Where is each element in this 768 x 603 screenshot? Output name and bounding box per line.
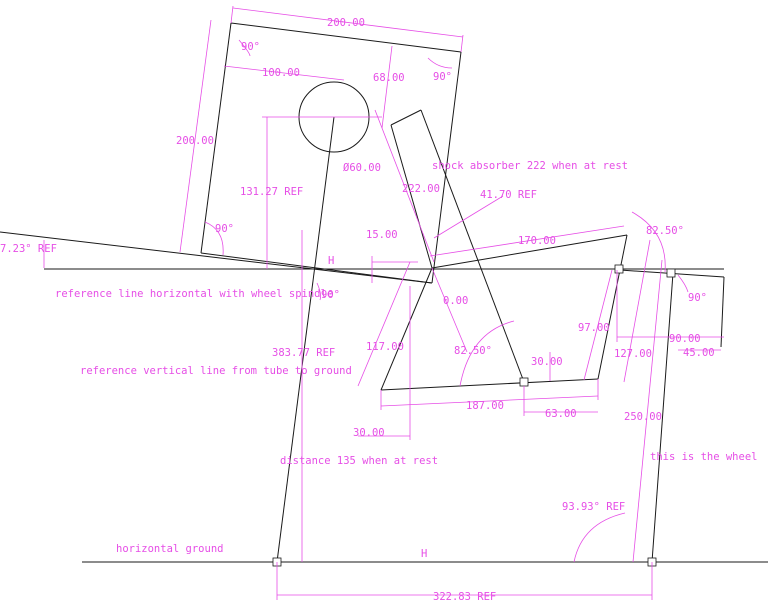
frame-right-edge [431,51,462,284]
h-mark-upper: H [328,255,334,267]
dim-arc [677,274,689,293]
note-wheel: this is the wheel [650,451,757,463]
dim-line [232,7,464,38]
dim-zero: 0.00 [443,295,468,307]
dim-lower-angle: 82.50° [454,345,492,357]
dim-line [583,269,613,381]
dim-line [374,109,435,263]
frame-left-edge [200,22,232,254]
shock-absorber-left [390,124,433,269]
dim-small-rise: 15.00 [366,229,398,241]
geometry [0,22,768,567]
dim-line [357,261,411,387]
swing-link [431,234,628,269]
dim-link-length: 170.00 [518,235,556,247]
note-shock-absorber: shock absorber 222 when at rest [432,160,628,172]
note-ground: horizontal ground [116,543,223,555]
dim-circle-drop: 68.00 [373,72,405,84]
frame-top-edge [230,22,462,53]
dim-line [381,45,393,129]
wheel-line [651,272,674,563]
dim-top-right-angle: 90° [433,71,452,83]
note-reference-vertical: reference vertical line from tube to gro… [80,365,352,377]
dim-line [632,259,663,563]
dim-circle-diameter: Ø60.00 [343,162,381,174]
dim-line [223,65,345,81]
dim-arc [238,39,251,57]
vertical-leg [276,116,335,563]
dim-small-offset: 30.00 [531,356,563,368]
dim-line [460,34,464,53]
shock-absorber-top [390,109,422,126]
dim-line [380,395,599,407]
tilted-reference-line [0,231,433,284]
node-marker [519,377,529,387]
dim-arc [316,282,321,301]
dim-left-offset: 30.00 [353,427,385,439]
dim-circle-offset: 100.00 [262,67,300,79]
dim-spindle-angle: 90° [321,289,340,301]
dim-wheel-height: 250.00 [624,411,662,423]
dim-line [179,19,212,253]
dim-shock-length: 222.00 [402,183,440,195]
dim-link-angle: 82.50° [646,225,684,237]
h-mark-lower: H [421,548,427,560]
dim-arc [459,320,515,387]
node-marker [666,268,676,278]
dimension-lines [43,5,724,600]
dim-shock-angle-ref: 41.70 REF [480,189,537,201]
dim-left-height: 200.00 [176,135,214,147]
notes: shock absorber 222 when at rest referenc… [55,160,757,555]
dim-vertical-ref: 383.77 REF [272,347,335,359]
dim-line [230,5,234,24]
dim-wheel-offset-2: 45.00 [683,347,715,359]
dim-bottom-length: 187.00 [466,400,504,412]
dim-bottom-segment: 63.00 [545,408,577,420]
dim-wheel-offset-1: 90.00 [669,333,701,345]
node-marker [614,264,624,274]
dim-top-left-angle: 90° [241,41,260,53]
note-distance: distance 135 when at rest [280,455,438,467]
dim-ground-span: 322.83 REF [433,591,496,603]
dim-arc [427,57,453,69]
dim-line [623,239,651,383]
shock-absorber-right [420,109,525,383]
dim-line [429,225,625,257]
dim-arc [573,512,626,563]
wheel-spindle-side [720,276,725,348]
dim-arm-height: 97.00 [578,322,610,334]
dim-wheel-angle: 90° [688,292,707,304]
dim-line [433,195,504,239]
dim-arm-height-2: 127.00 [614,348,652,360]
note-reference-horizontal: reference line horizontal with wheel spi… [55,288,333,300]
dim-arc [204,221,224,256]
dim-lower-left-angle: 90° [215,223,234,235]
dim-line [431,267,468,353]
dim-top-width: 200.00 [327,17,365,29]
swing-right [597,234,628,380]
swing-left [380,267,433,391]
dim-height-ref: 131.27 REF [240,186,303,198]
swing-bottom [380,378,599,391]
dim-arc [631,211,666,273]
dim-wheel-ground-angle: 93.93° REF [562,501,625,513]
dimension-text: 200.00 90° 90° 100.00 68.00 200.00 Ø60.0… [0,17,715,603]
dim-tilt-angle: 7.23° REF [0,243,57,255]
dim-swing-height: 117.00 [366,341,404,353]
